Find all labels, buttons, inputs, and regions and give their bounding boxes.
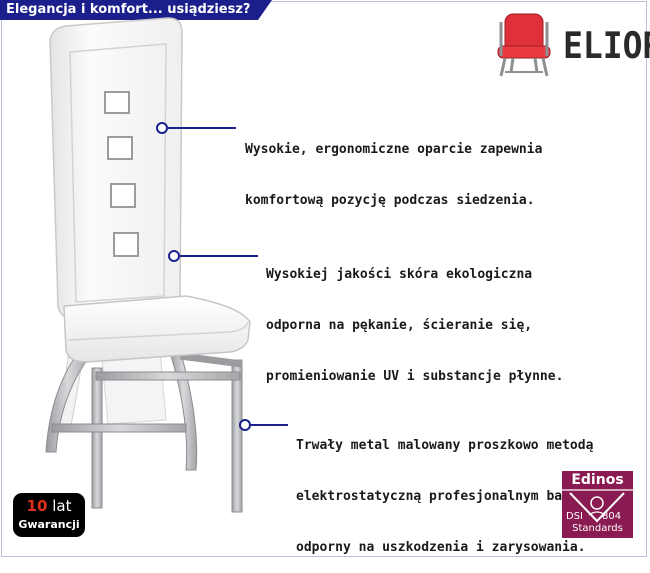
feature-line: Wysokiej jakości skóra ekologiczna: [266, 267, 533, 282]
certificate-left: DSI: [566, 511, 583, 522]
certificate-brand: Edinos: [571, 472, 624, 488]
feature-metal: Trwały metal malowany proszkowo metodą e…: [296, 403, 633, 573]
feature-line: odporny na uszkodzenia i zarysowania.: [296, 540, 586, 555]
header-title: Elegancja i komfort... usiądziesz?: [6, 2, 251, 17]
feature-line: Wysokie, ergonomiczne oparcie zapewnia: [245, 142, 543, 157]
feature-line: odporna na pękanie, ścieranie się,: [266, 318, 533, 333]
chair-product-image: [45, 17, 251, 513]
connector-dot: [168, 250, 180, 262]
certificate-right: 804: [602, 511, 622, 522]
chair-backrest: [49, 17, 183, 319]
feature-leather: Wysokiej jakości skóra ekologiczna odpor…: [266, 232, 563, 402]
backrest-cutout: [104, 91, 130, 114]
warranty-years: 10 lat: [13, 493, 85, 515]
connector-dot: [156, 122, 168, 134]
warranty-label: Gwarancji: [18, 518, 80, 531]
feature-backrest: Wysokie, ergonomiczne oparcie zapewnia k…: [245, 107, 542, 226]
backrest-cutout: [113, 232, 139, 257]
feature-line: komfortową pozycję podczas siedzenia.: [245, 193, 535, 208]
brand-name: ELIOR: [563, 24, 650, 67]
warranty-badge: 10 lat Gwarancji: [13, 493, 85, 537]
connector-dot: [239, 419, 251, 431]
certificate-bottom: Standards: [572, 523, 623, 534]
certificate-emblem-icon: [562, 489, 633, 523]
warranty-number: 10: [26, 497, 48, 515]
header-tab-edge: [258, 0, 272, 20]
warranty-unit: lat: [52, 497, 72, 515]
chair-legs: [45, 349, 243, 513]
feature-line: Trwały metal malowany proszkowo metodą: [296, 438, 594, 453]
header-title-tab: Elegancja i komfort... usiądziesz?: [0, 0, 259, 20]
backrest-cutout: [107, 136, 133, 160]
callout-connectors: [156, 122, 288, 431]
backrest-cutout: [110, 183, 136, 208]
feature-line: promieniowanie UV i substancje płynne.: [266, 369, 564, 384]
chair-seat: [63, 295, 251, 363]
page-frame: [1, 1, 647, 557]
brand-chair-icon: [497, 13, 551, 77]
certificate-badge: Edinos DSI 804 Standards: [562, 471, 633, 538]
